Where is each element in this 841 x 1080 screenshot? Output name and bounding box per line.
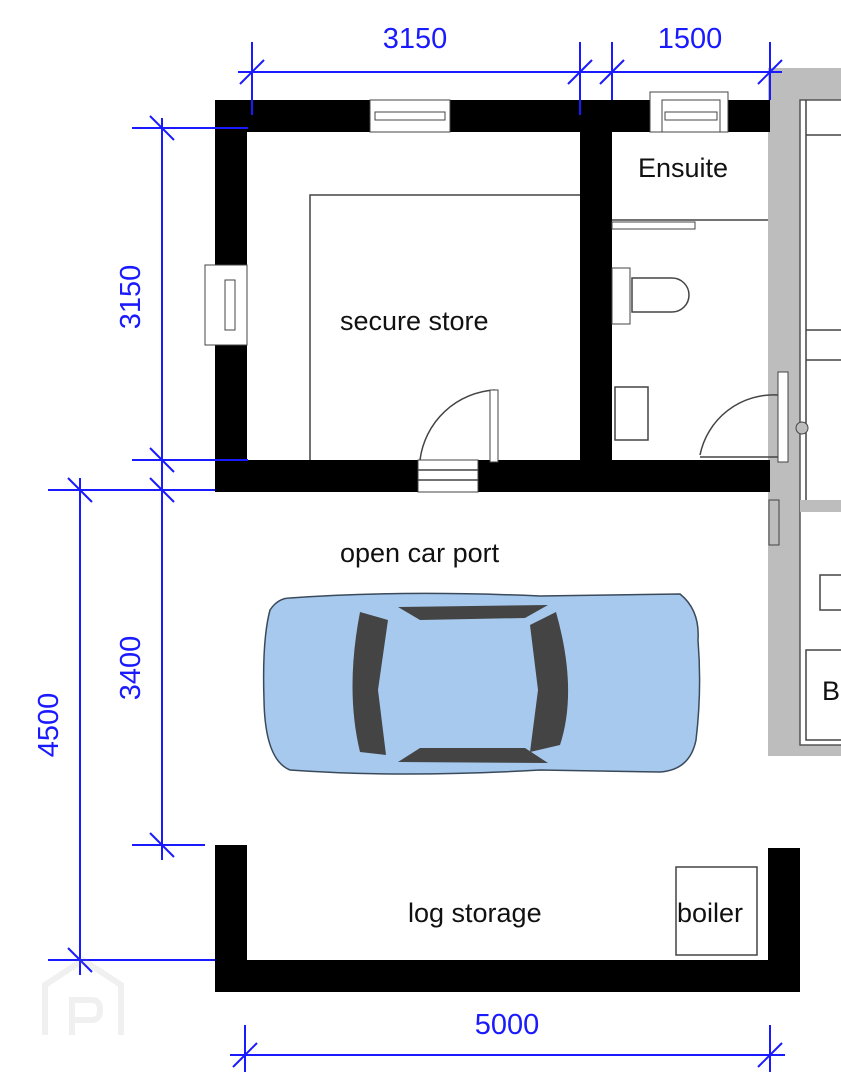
dimension-left-middle: 3400 [115, 636, 147, 701]
room-label-secure-store: secure store [340, 306, 489, 336]
adjacent-building: B [768, 68, 841, 756]
room-label-boiler: boiler [677, 898, 743, 928]
window-secure-store-left [204, 264, 248, 346]
boiler-box [675, 866, 758, 956]
window-secure-store-top [369, 99, 451, 133]
dimension-lines [48, 42, 785, 1072]
window-ensuite [649, 91, 729, 133]
ensuite-fixtures [611, 219, 809, 463]
room-label-log-storage: log storage [408, 898, 542, 928]
room-label-car-port: open car port [340, 538, 500, 568]
dimension-left-upper: 3150 [115, 265, 147, 330]
secure-store-interior [309, 194, 580, 493]
car-icon [262, 592, 701, 775]
dimension-top-right: 1500 [658, 23, 723, 55]
room-label-ensuite: Ensuite [638, 153, 728, 183]
dimension-bottom: 5000 [475, 1009, 540, 1041]
watermark-logo [42, 956, 124, 1035]
dimension-left-outer: 4500 [33, 693, 65, 758]
walls [215, 100, 800, 992]
dimension-top-left: 3150 [383, 23, 448, 55]
partial-room-label: B [822, 676, 840, 706]
